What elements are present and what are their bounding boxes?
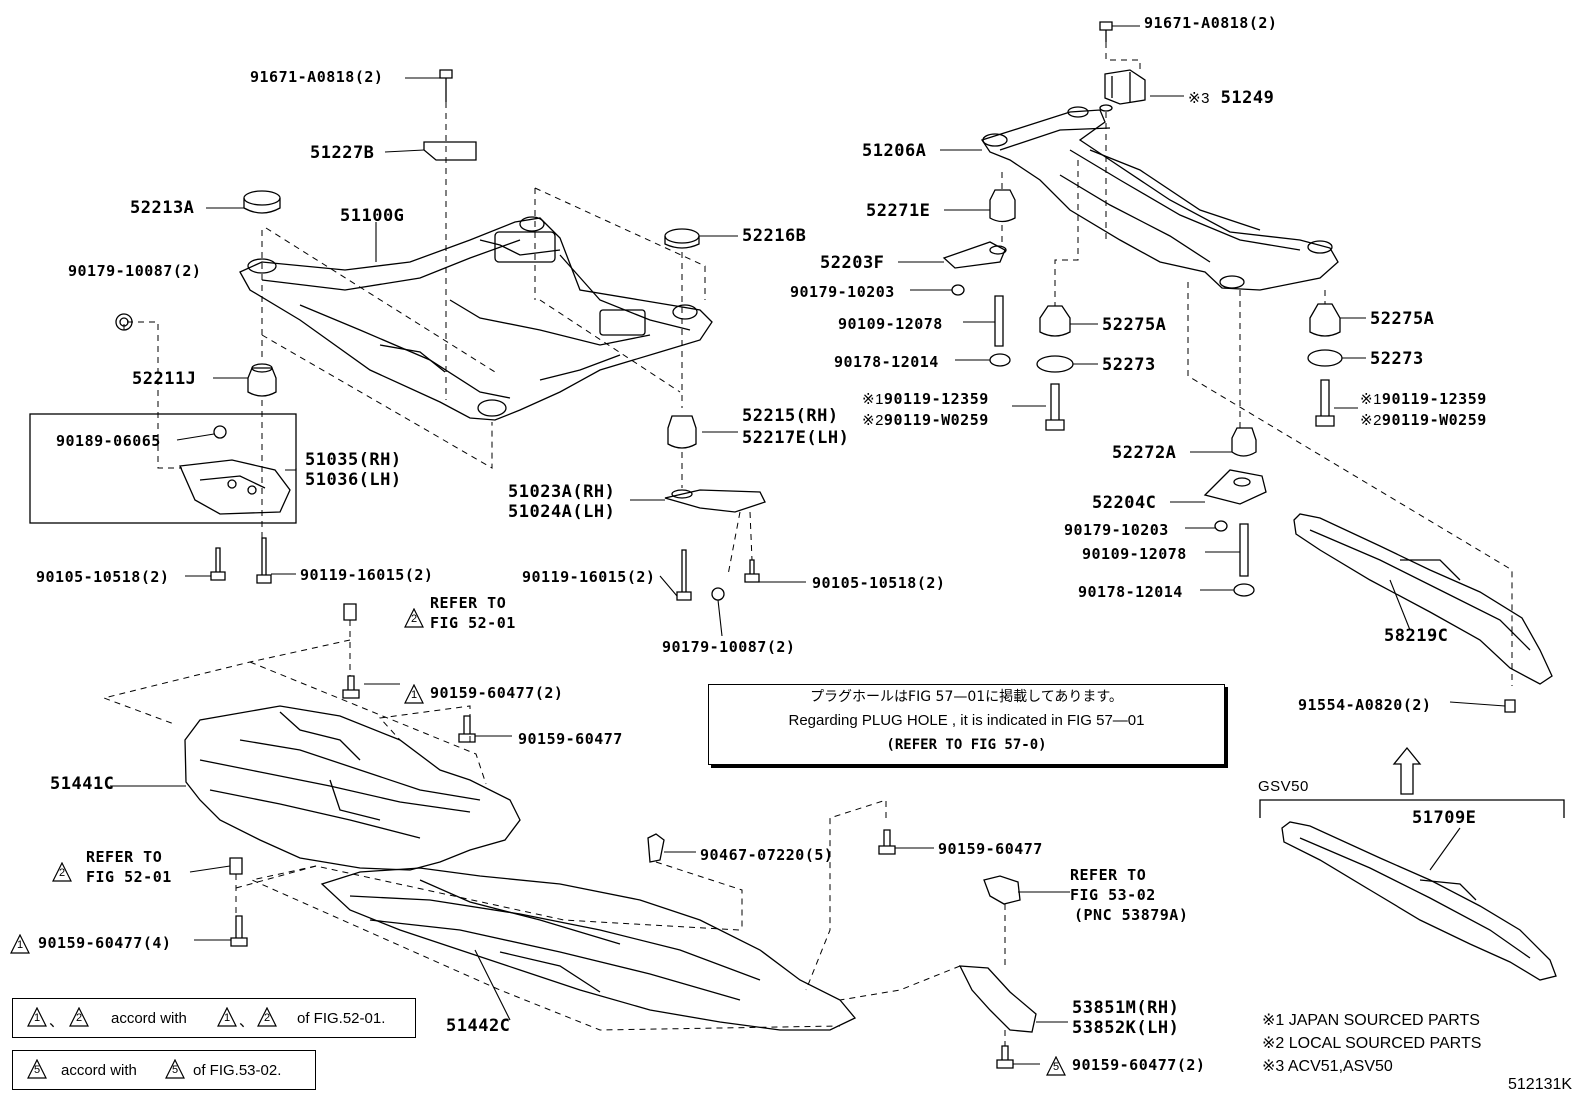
label-51206a: 51206A bbox=[862, 141, 927, 161]
label-90119-16015-left: 90119-16015(2) bbox=[300, 566, 434, 584]
label-52215-rh: 52215(RH) bbox=[742, 406, 839, 426]
cover-51442c bbox=[320, 867, 857, 1031]
guide-lines-left bbox=[123, 102, 753, 576]
label-52271e: 52271E bbox=[866, 201, 931, 221]
label-90159-60477-5: 90159-60477(2) bbox=[1072, 1056, 1206, 1074]
label-51249: ※3 51249 bbox=[1188, 88, 1275, 108]
label-51227b: 51227B bbox=[310, 143, 375, 163]
triangle-1-icon: 1 bbox=[217, 1006, 237, 1027]
label-90178-12014-lower: 90178-12014 bbox=[1078, 583, 1183, 601]
triangle-1-icon: 1 bbox=[10, 933, 30, 954]
label-90179-10087-bottom: 90179-10087(2) bbox=[662, 638, 796, 656]
label-52213a: 52213A bbox=[130, 198, 195, 218]
cover-51441c bbox=[184, 705, 521, 871]
accord-note-fig-52-01: 1 、 2 accord with 1 、 2 of FIG.52-01. bbox=[12, 998, 416, 1038]
triangle-5-icon: 5 bbox=[165, 1058, 185, 1079]
triangle-2-icon: 2 bbox=[69, 1006, 89, 1027]
label-52275a-center: 52275A bbox=[1102, 315, 1167, 335]
triangle-2-icon: 2 bbox=[404, 607, 424, 628]
gsv50-bracket-line bbox=[1259, 799, 1565, 818]
label-53852k-lh: 53852K(LH) bbox=[1072, 1018, 1180, 1038]
refer-fig-53-02: FIG 53-02 bbox=[1070, 886, 1156, 904]
plug-note-en: Regarding PLUG HOLE , it is indicated in… bbox=[788, 712, 1145, 729]
label-90159-60477-a: 90159-60477 bbox=[518, 730, 623, 748]
label-90179-10203-lower: 90179-10203 bbox=[1064, 521, 1169, 539]
triangle-2-icon: 2 bbox=[257, 1006, 277, 1027]
legend-acv51-asv50: ※3 ACV51,ASV50 bbox=[1262, 1058, 1393, 1075]
label-52203f: 52203F bbox=[820, 253, 885, 273]
label-90119-16015-right: 90119-16015(2) bbox=[522, 568, 656, 586]
label-52211j: 52211J bbox=[132, 369, 197, 389]
legend-japan-sourced: ※1 JAPAN SOURCED PARTS bbox=[1262, 1012, 1480, 1029]
upward-arrow bbox=[1392, 746, 1422, 795]
brace-58219c bbox=[1293, 513, 1553, 713]
cover-fasteners bbox=[229, 603, 1037, 1069]
plug-hole-note: プラグホールはFIG 57—01に掲載してあります。 Regarding PLU… bbox=[708, 684, 1225, 765]
label-52275a-right: 52275A bbox=[1370, 309, 1435, 329]
label-90159-60477-2: 90159-60477(2) bbox=[430, 684, 564, 702]
refer-to-label: REFER TO bbox=[1070, 866, 1147, 884]
label-90159-60477-4: 90159-60477(4) bbox=[38, 934, 172, 952]
label-90179-10203-upper: 90179-10203 bbox=[790, 283, 895, 301]
label-51023a-rh: 51023A(RH) bbox=[508, 482, 616, 502]
triangle-5-icon: 5 bbox=[27, 1058, 47, 1079]
label-52272a: 52272A bbox=[1112, 443, 1177, 463]
guide-lines-covers bbox=[102, 620, 1006, 1046]
label-91671-a0818-front: 91671-A0818(2) bbox=[250, 68, 384, 86]
label-51035-rh: 51035(RH) bbox=[305, 450, 402, 470]
label-52204c: 52204C bbox=[1092, 493, 1157, 513]
label-51442c: 51442C bbox=[446, 1016, 511, 1036]
label-90119-12359-center: ※190119-12359 bbox=[862, 390, 989, 408]
label-90109-12078-lower: 90109-12078 bbox=[1082, 545, 1187, 563]
triangle-1-icon: 1 bbox=[404, 683, 424, 704]
label-58219c: 58219C bbox=[1384, 626, 1449, 646]
guide-lines-right bbox=[1001, 42, 1513, 686]
label-51036-lh: 51036(LH) bbox=[305, 470, 402, 490]
label-51709e: 51709E bbox=[1412, 808, 1477, 828]
label-90189-06065: 90189-06065 bbox=[56, 432, 161, 450]
refer-to-label: REFER TO bbox=[430, 594, 507, 612]
label-52216b: 52216B bbox=[742, 226, 807, 246]
triangle-1-icon: 1 bbox=[27, 1006, 47, 1027]
label-90119-w0259-right: ※290119-W0259 bbox=[1360, 411, 1487, 429]
label-52217e-lh: 52217E(LH) bbox=[742, 428, 850, 448]
label-53851m-rh: 53851M(RH) bbox=[1072, 998, 1180, 1018]
plug-note-ref: (REFER TO FIG 57-0) bbox=[886, 737, 1047, 753]
refer-fig-52-01: FIG 52-01 bbox=[430, 614, 516, 632]
label-90159-60477-b: 90159-60477 bbox=[938, 840, 1043, 858]
label-91554-a0820: 91554-A0820(2) bbox=[1298, 696, 1432, 714]
label-90467-07220: 90467-07220(5) bbox=[700, 846, 834, 864]
label-90119-12359-right: ※190119-12359 bbox=[1360, 390, 1487, 408]
label-90105-10518-left: 90105-10518(2) bbox=[36, 568, 170, 586]
triangle-5-icon: 5 bbox=[1046, 1055, 1066, 1076]
brace-51709e bbox=[1281, 821, 1557, 981]
refer-pnc: (PNC 53879A) bbox=[1074, 906, 1189, 924]
label-91671-a0818-rear: 91671-A0818(2) bbox=[1144, 14, 1278, 32]
variant-label: GSV50 bbox=[1258, 778, 1309, 795]
triangle-2-icon: 2 bbox=[52, 861, 72, 882]
label-90119-w0259-center: ※290119-W0259 bbox=[862, 411, 989, 429]
plug-note-jp: プラグホールはFIG 57—01に掲載してあります。 bbox=[810, 689, 1123, 705]
label-90178-12014-upper: 90178-12014 bbox=[834, 353, 939, 371]
label-52273-center: 52273 bbox=[1102, 355, 1156, 375]
legend-local-sourced: ※2 LOCAL SOURCED PARTS bbox=[1262, 1035, 1482, 1052]
refer-fig-52-01: FIG 52-01 bbox=[86, 868, 172, 886]
label-90105-10518-right: 90105-10518(2) bbox=[812, 574, 946, 592]
front-crossmember-drawing bbox=[239, 216, 713, 421]
figure-id: 512131K bbox=[1508, 1076, 1573, 1093]
leader-lines bbox=[110, 25, 1506, 1065]
rear-crossmember-drawing bbox=[942, 69, 1343, 597]
label-51024a-lh: 51024A(LH) bbox=[508, 502, 616, 522]
label-90179-10087-left: 90179-10087(2) bbox=[68, 262, 202, 280]
accord-note-fig-53-02: 5 accord with 5 of FIG.53-02. bbox=[12, 1050, 316, 1090]
label-51441c: 51441C bbox=[50, 774, 115, 794]
label-90109-12078-upper: 90109-12078 bbox=[838, 315, 943, 333]
label-52273-right: 52273 bbox=[1370, 349, 1424, 369]
refer-to-label: REFER TO bbox=[86, 848, 163, 866]
label-51100g: 51100G bbox=[340, 206, 405, 226]
